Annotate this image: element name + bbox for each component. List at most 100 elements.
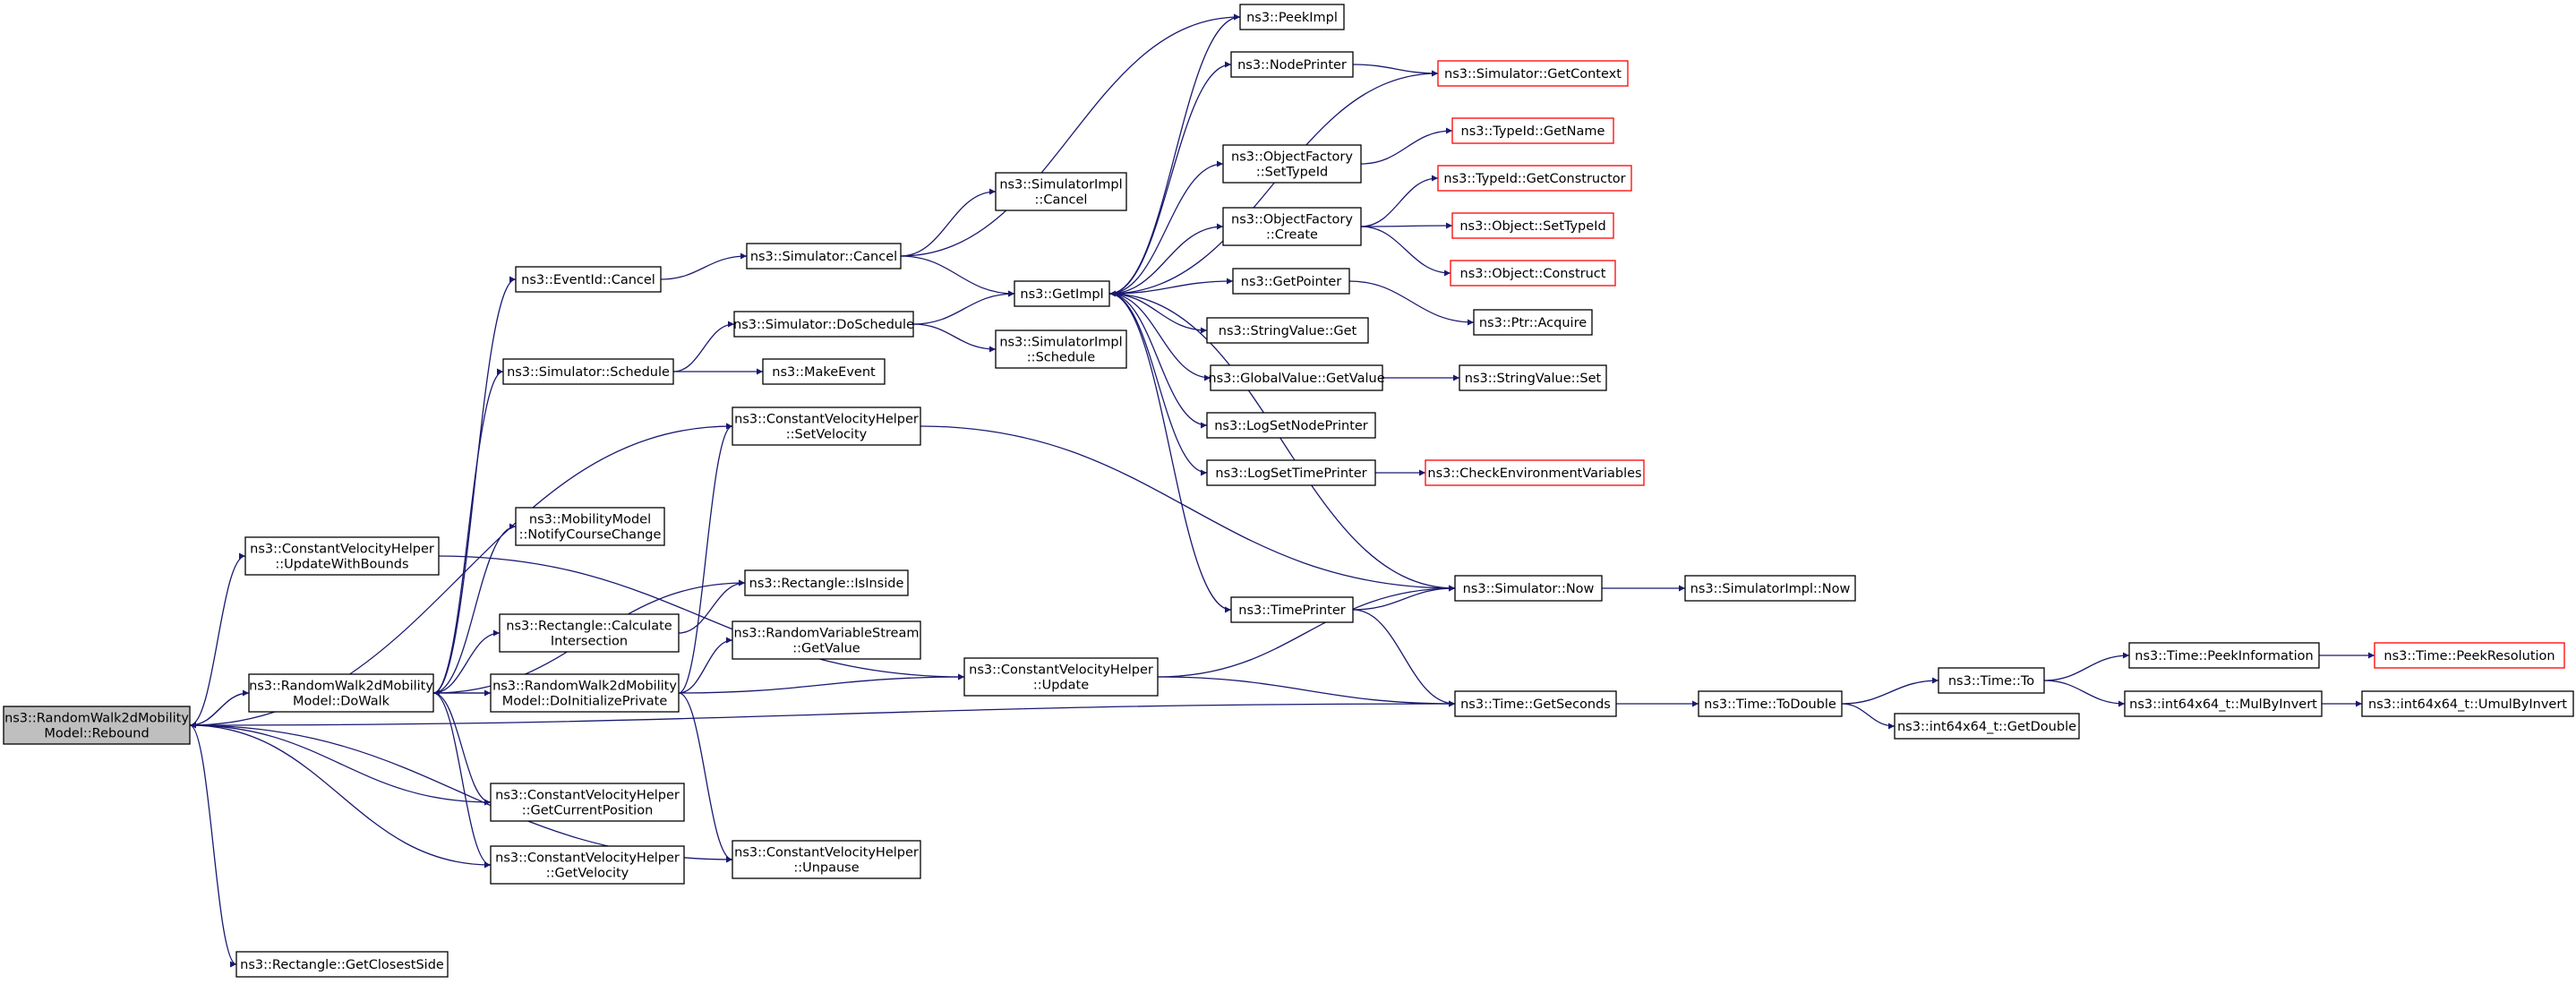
node-label: ::Cancel [1035, 193, 1088, 208]
node-ptr_acquire[interactable]: ns3::Ptr::Acquire [1473, 309, 1593, 336]
node-isinside[interactable]: ns3::Rectangle::IsInside [744, 569, 909, 596]
node-label: ns3::GetImpl [1020, 287, 1103, 302]
node-updatewithbounds[interactable]: ns3::ConstantVelocityHelper::UpdateWithB… [244, 536, 440, 576]
node-time_to[interactable]: ns3::Time::To [1938, 667, 2045, 694]
node-cvh_update[interactable]: ns3::ConstantVelocityHelper::Update [963, 657, 1159, 697]
node-notifycoursechange[interactable]: ns3::MobilityModel::NotifyCourseChange [515, 507, 665, 546]
node-of_create[interactable]: ns3::ObjectFactory::Create [1222, 207, 1362, 246]
node-box [1206, 412, 1376, 439]
node-unpause[interactable]: ns3::ConstantVelocityHelper::Unpause [732, 840, 921, 879]
node-box [248, 673, 434, 713]
node-label: ::NotifyCourseChange [519, 528, 662, 543]
node-label: ns3::Simulator::Schedule [507, 365, 670, 380]
node-box [762, 358, 886, 385]
node-gettime_seconds[interactable]: ns3::Time::GetSeconds [1454, 690, 1617, 717]
node-of_settypeid[interactable]: ns3::ObjectFactory::SetTypeId [1222, 144, 1362, 184]
node-setvelocity[interactable]: ns3::ConstantVelocityHelper::SetVelocity [732, 406, 921, 446]
node-label: ns3::TypeId::GetConstructor [1443, 172, 1625, 186]
node-box [732, 406, 921, 446]
node-object_settypeid[interactable]: ns3::Object::SetTypeId [1451, 212, 1614, 239]
node-int64_getdouble[interactable]: ns3::int64x64_t::GetDouble [1894, 713, 2080, 740]
node-label: ns3::PeekImpl [1246, 11, 1338, 25]
node-label: ns3::Object::Construct [1460, 267, 1606, 281]
node-getcontext[interactable]: ns3::Simulator::GetContext [1437, 60, 1629, 87]
node-typeid_getname[interactable]: ns3::TypeId::GetName [1451, 117, 1614, 144]
edge-calcintersection-to-isinside [678, 579, 746, 634]
node-box [1454, 575, 1603, 602]
node-int64_mulbyinvert[interactable]: ns3::int64x64_t::MulByInvert [2124, 690, 2323, 717]
node-simimplcancel[interactable]: ns3::SimulatorImpl::Cancel [995, 172, 1127, 211]
node-simimplnow[interactable]: ns3::SimulatorImpl::Now [1684, 575, 1856, 602]
node-getvelocity[interactable]: ns3::ConstantVelocityHelper::GetVelocity [490, 845, 685, 885]
edge-simcancel-to-getimpl [900, 255, 1015, 297]
node-schedule[interactable]: ns3::Simulator::Schedule [502, 358, 674, 385]
edge-time_todouble-to-int64_getdouble [1841, 703, 1896, 730]
node-label: ns3::Time::To [1948, 674, 2034, 689]
node-getcurrentposition[interactable]: ns3::ConstantVelocityHelper::GetCurrentP… [490, 783, 685, 822]
node-doschedule[interactable]: ns3::Simulator::DoSchedule [733, 311, 914, 338]
edge-dowalk-to-getvelocity [432, 692, 492, 868]
edge-rebound-to-gettime_seconds [189, 700, 1456, 726]
node-label: ns3::SimulatorImpl [999, 178, 1122, 193]
node-box [1459, 364, 1607, 391]
node-getvalue_rvs[interactable]: ns3::RandomVariableStream::GetValue [732, 620, 921, 660]
node-checkenv[interactable]: ns3::CheckEnvironmentVariables [1425, 459, 1645, 486]
node-nodeprinter[interactable]: ns3::NodePrinter [1230, 51, 1354, 78]
node-getpointer[interactable]: ns3::GetPointer [1232, 268, 1350, 295]
node-simimplschedule[interactable]: ns3::SimulatorImpl::Schedule [995, 329, 1127, 369]
node-box [1437, 60, 1629, 87]
node-simnow[interactable]: ns3::Simulator::Now [1454, 575, 1603, 602]
node-logsettimeprinter[interactable]: ns3::LogSetTimePrinter [1206, 459, 1376, 486]
node-box [490, 673, 680, 713]
node-getimpl[interactable]: ns3::GetImpl [1014, 280, 1110, 307]
node-box [1451, 212, 1614, 239]
node-doinitialize[interactable]: ns3::RandomWalk2dMobilityModel::DoInitia… [490, 673, 680, 713]
node-stringvalue_set[interactable]: ns3::StringValue::Set [1459, 364, 1607, 391]
edge-of_settypeid-to-typeid_getname [1360, 127, 1453, 165]
node-label: ::Update [1033, 679, 1089, 693]
node-makeevent[interactable]: ns3::MakeEvent [762, 358, 886, 385]
node-box [744, 569, 909, 596]
node-label: ns3::ConstantVelocityHelper [495, 851, 680, 866]
node-label: ns3::ObjectFactory [1231, 150, 1353, 165]
node-label: ns3::LogSetTimePrinter [1215, 466, 1366, 481]
node-time_todouble[interactable]: ns3::Time::ToDouble [1698, 690, 1843, 717]
node-time_peekresolution[interactable]: ns3::Time::PeekResolution [2374, 642, 2565, 669]
node-stringvalue_get[interactable]: ns3::StringValue::Get [1206, 317, 1369, 344]
edge-getimpl-to-logsetnodeprinter [1108, 293, 1208, 429]
edge-getimpl-to-nodeprinter [1108, 61, 1232, 295]
node-label: ::UpdateWithBounds [275, 558, 408, 572]
node-eventcancel[interactable]: ns3::EventId::Cancel [515, 266, 662, 293]
node-label: ns3::Time::GetSeconds [1460, 697, 1611, 712]
node-time_peekinformation[interactable]: ns3::Time::PeekInformation [2128, 642, 2320, 669]
node-box [2124, 690, 2323, 717]
edge-timeprinter-to-gettime_seconds [1352, 609, 1456, 707]
nodes: ns3::RandomWalk2dMobilityModel::Reboundn… [3, 4, 2574, 978]
node-simcancel[interactable]: ns3::Simulator::Cancel [746, 243, 902, 270]
node-box [1230, 51, 1354, 78]
node-box [3, 706, 191, 745]
node-label: ns3::Time::ToDouble [1704, 697, 1836, 712]
edge-doinitialize-to-setvelocity [678, 423, 733, 694]
node-label: ns3::StringValue::Get [1219, 324, 1357, 338]
node-label: ns3::Rectangle::IsInside [749, 577, 904, 591]
node-label: ns3::RandomWalk2dMobility [492, 680, 677, 694]
node-int64_umulbyinvert[interactable]: ns3::int64x64_t::UmulByInvert [2361, 690, 2574, 717]
node-peekimpl[interactable]: ns3::PeekImpl [1239, 4, 1345, 30]
node-label: ::SetTypeId [1256, 166, 1328, 180]
edge-dowalk-to-calcintersection [432, 629, 501, 694]
node-typeid_getconstructor[interactable]: ns3::TypeId::GetConstructor [1437, 165, 1632, 192]
node-object_construct[interactable]: ns3::Object::Construct [1450, 260, 1616, 287]
node-box [2374, 642, 2565, 669]
node-globalvalue_getvalue[interactable]: ns3::GlobalValue::GetValue [1208, 364, 1385, 391]
node-box [1450, 260, 1616, 287]
node-label: ns3::ConstantVelocityHelper [734, 413, 919, 427]
node-label: ns3::LogSetNodePrinter [1214, 419, 1368, 433]
edge-getpointer-to-ptr_acquire [1348, 280, 1475, 326]
node-getclosestside[interactable]: ns3::Rectangle::GetClosestSide [235, 951, 449, 978]
node-timeprinter[interactable]: ns3::TimePrinter [1230, 596, 1354, 623]
node-logsetnodeprinter[interactable]: ns3::LogSetNodePrinter [1206, 412, 1376, 439]
